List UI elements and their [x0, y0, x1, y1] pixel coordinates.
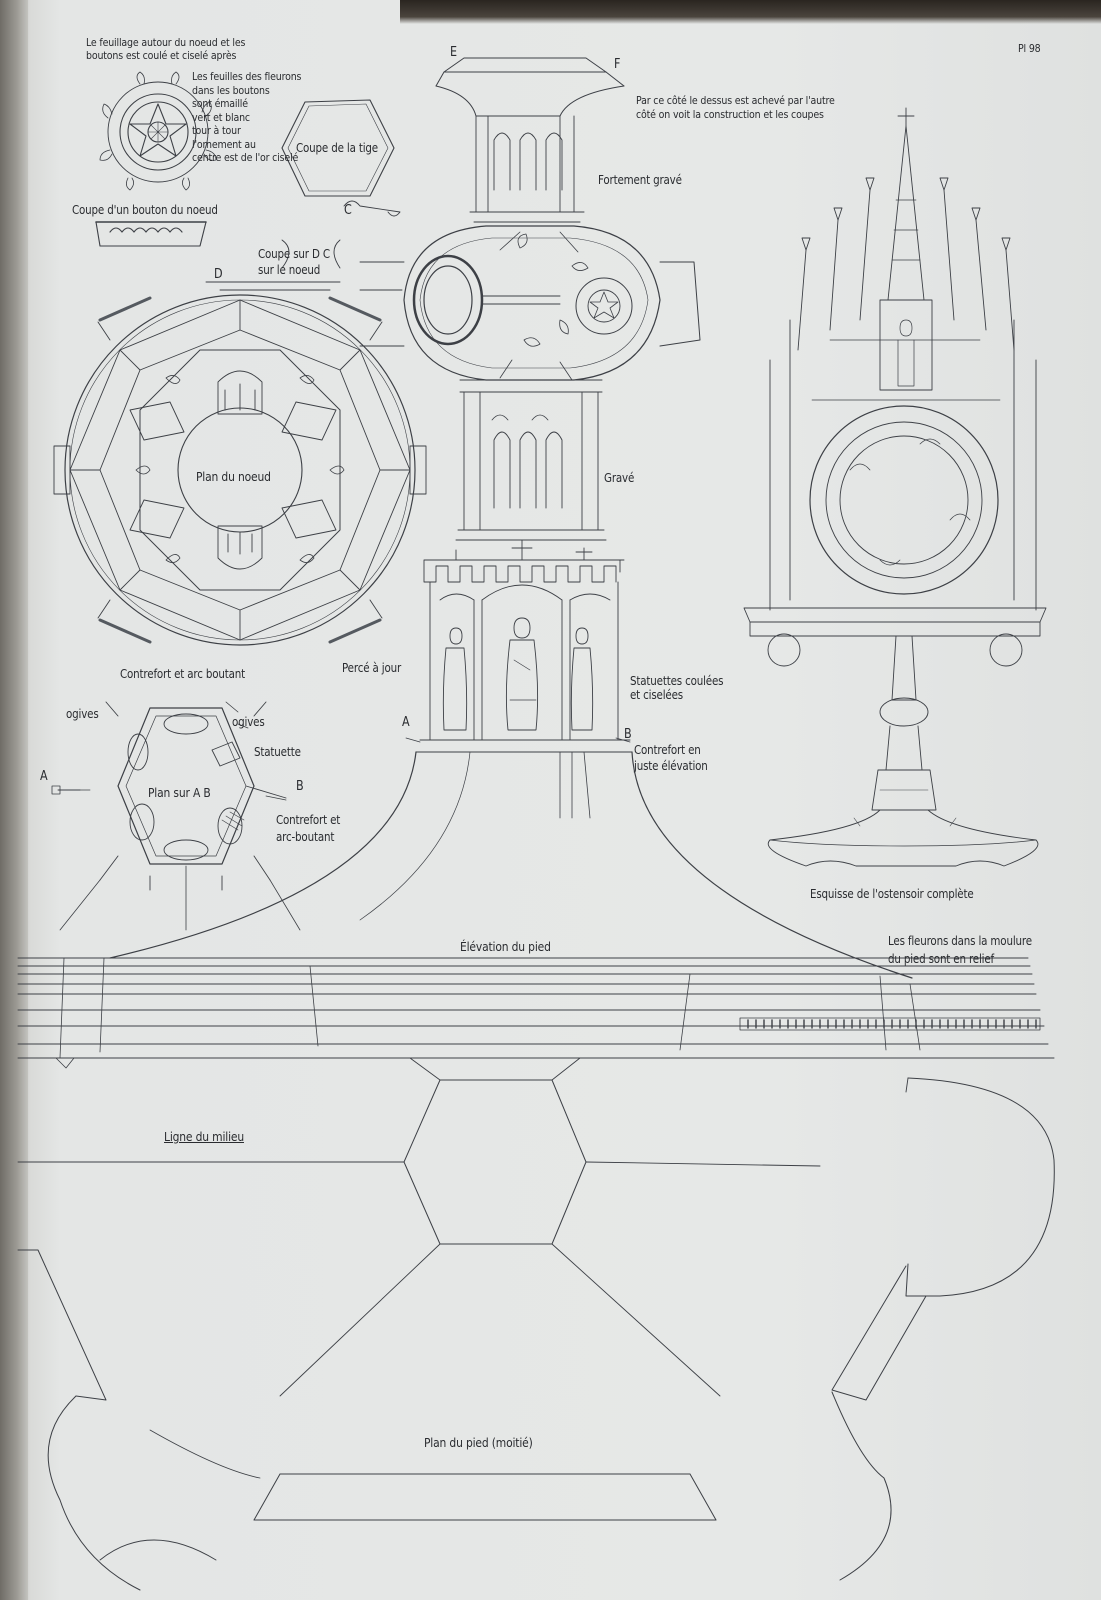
label-ligne-milieu: Ligne du milieu: [164, 1129, 244, 1144]
label-statuette: Statuette: [254, 745, 301, 759]
stem-section-hexagon: [281, 99, 395, 197]
label-ogives-left: ogives: [66, 707, 99, 721]
label-perce-jour: Percé à jour: [342, 661, 402, 675]
label-contrefort-arc: Contrefort et arc boutant: [120, 667, 246, 681]
label-elevation-pied: Élévation du pied: [460, 939, 551, 954]
label-fortement-grave: Fortement gravé: [598, 173, 682, 187]
label-plan-pied: Plan du pied (moitié): [424, 1435, 533, 1450]
label-fleurons: Les fleurons dans la moulure du pied son…: [888, 934, 1032, 966]
book-spine-shadow: [0, 0, 28, 1600]
label-plan-ab: Plan sur A B: [148, 785, 211, 800]
plan-ab-drawing: [51, 701, 301, 931]
central-elevation-drawing: [109, 57, 913, 979]
label-contrefort-arc-boutant: Contrefort et arc-boutant: [276, 813, 341, 844]
ostensory-sketch: [743, 107, 1047, 867]
plate-number: Pl 98: [1018, 42, 1041, 55]
page-top-shadow: [400, 0, 1101, 24]
plan-du-noeud-drawing: [53, 294, 427, 646]
label-contrefort-elevation: Contrefort en juste élévation: [634, 743, 708, 773]
letter-b-left: B: [296, 779, 304, 794]
label-feuillage: Le feuillage autour du noeud et les bout…: [86, 36, 246, 62]
letter-b-mid: B: [624, 727, 632, 742]
label-grave: Gravé: [604, 471, 635, 485]
label-coupe-bouton: Coupe d'un bouton du noeud: [72, 203, 218, 217]
letter-c: C: [344, 203, 352, 218]
letter-a-mid: A: [402, 715, 410, 730]
letter-e: E: [450, 45, 457, 60]
label-par-ce-cote: Par ce côté le dessus est achevé par l'a…: [636, 94, 835, 121]
rosette-drawing: [99, 71, 217, 191]
letter-a-left: A: [40, 769, 48, 784]
leader-lines: [79, 701, 631, 801]
label-feuilles: Les feuilles des fleurons dans les bouto…: [192, 70, 302, 164]
letter-f: F: [614, 57, 621, 72]
foot-elevation-bands: [17, 957, 1055, 1069]
letter-d: D: [214, 267, 223, 282]
label-coupe-tige: Coupe de la tige: [296, 141, 378, 155]
label-esquisse: Esquisse de l'ostensoir complète: [810, 887, 974, 901]
label-ogives-right: ogives: [232, 715, 265, 729]
label-plan-noeud: Plan du noeud: [196, 469, 271, 484]
label-statuettes: Statuettes coulées et ciselées: [630, 674, 724, 702]
button-section-drawing: [95, 221, 207, 247]
label-coupe-dc: Coupe sur D C sur le noeud: [258, 247, 330, 277]
foot-plan-drawing: [17, 1057, 1055, 1591]
